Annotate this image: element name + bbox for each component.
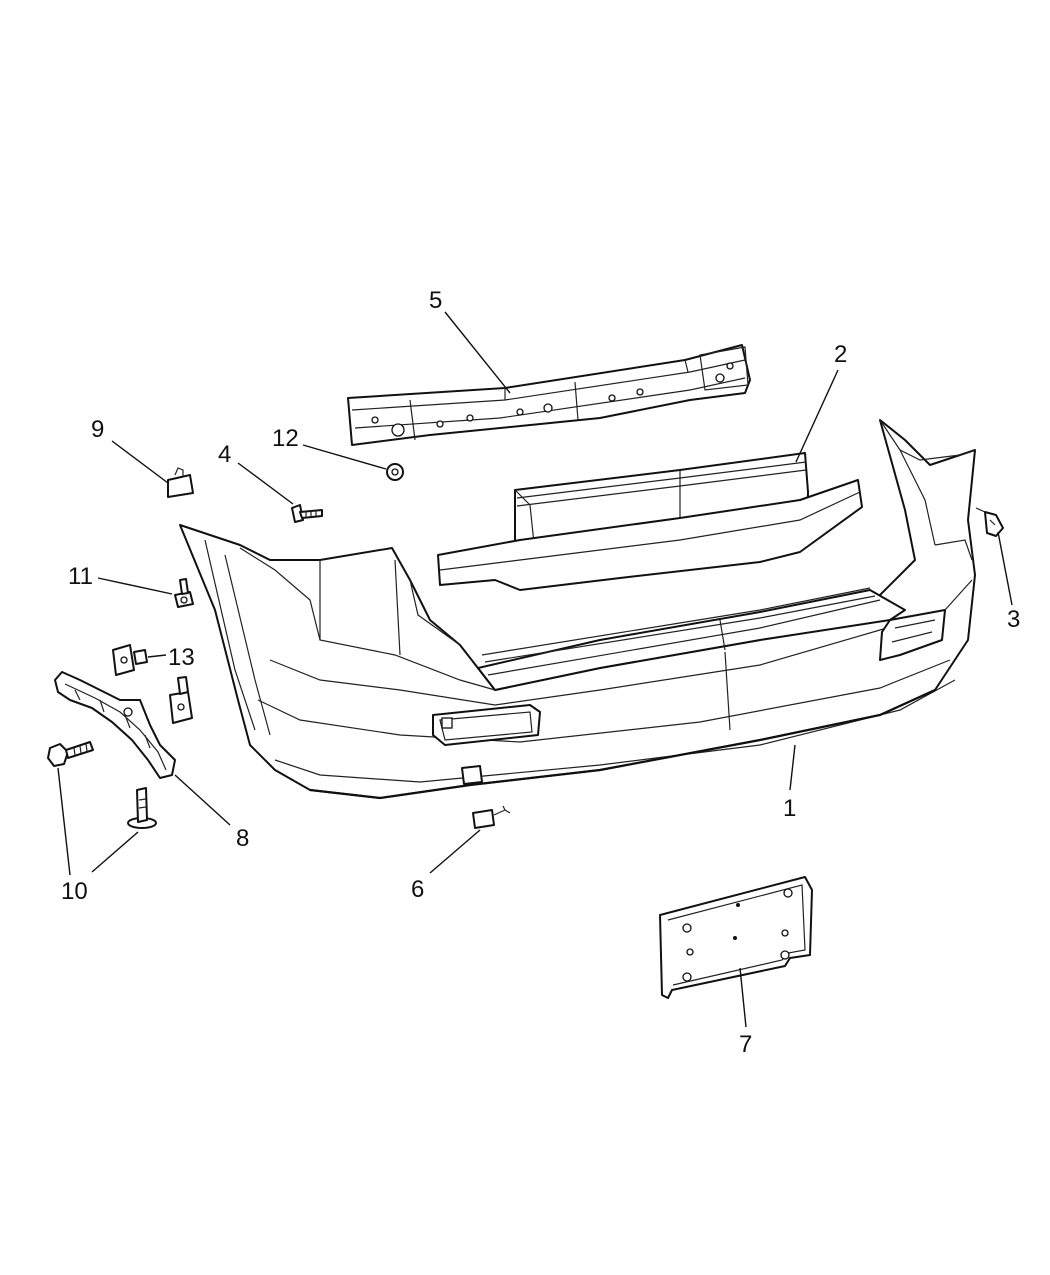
callout-10: 10: [61, 878, 88, 905]
retainer-clip: [167, 467, 194, 498]
leader-lines: [57, 311, 1013, 1028]
push-pin: [174, 578, 194, 608]
callout-1: 1: [783, 795, 796, 822]
callout-labels: 1 2 3 4 5 6 7 8 9 10 11 12 13: [61, 287, 1020, 1058]
callout-11: 11: [68, 563, 93, 590]
bumper-fascia: [179, 419, 976, 800]
callout-12: 12: [272, 425, 299, 452]
callout-7: 7: [739, 1031, 752, 1058]
u-nut-upper: [112, 644, 148, 676]
nut: [386, 463, 404, 481]
license-plate-bracket: [659, 876, 813, 999]
screw: [47, 741, 94, 767]
callout-13: 13: [168, 644, 195, 671]
push-rivet: [127, 787, 157, 829]
bumper-bracket: [54, 671, 176, 779]
callout-6: 6: [411, 876, 424, 903]
callout-4: 4: [218, 441, 231, 468]
callout-9: 9: [91, 416, 104, 443]
bolt: [291, 504, 323, 523]
callout-3: 3: [1007, 606, 1020, 633]
push-fastener: [975, 507, 1004, 537]
callout-5: 5: [429, 287, 442, 314]
callout-2: 2: [834, 341, 847, 368]
tow-hook-cover: [472, 805, 511, 829]
u-nut-lower: [169, 676, 193, 724]
callout-8: 8: [236, 825, 249, 852]
reinforcement-beam: [347, 344, 751, 446]
